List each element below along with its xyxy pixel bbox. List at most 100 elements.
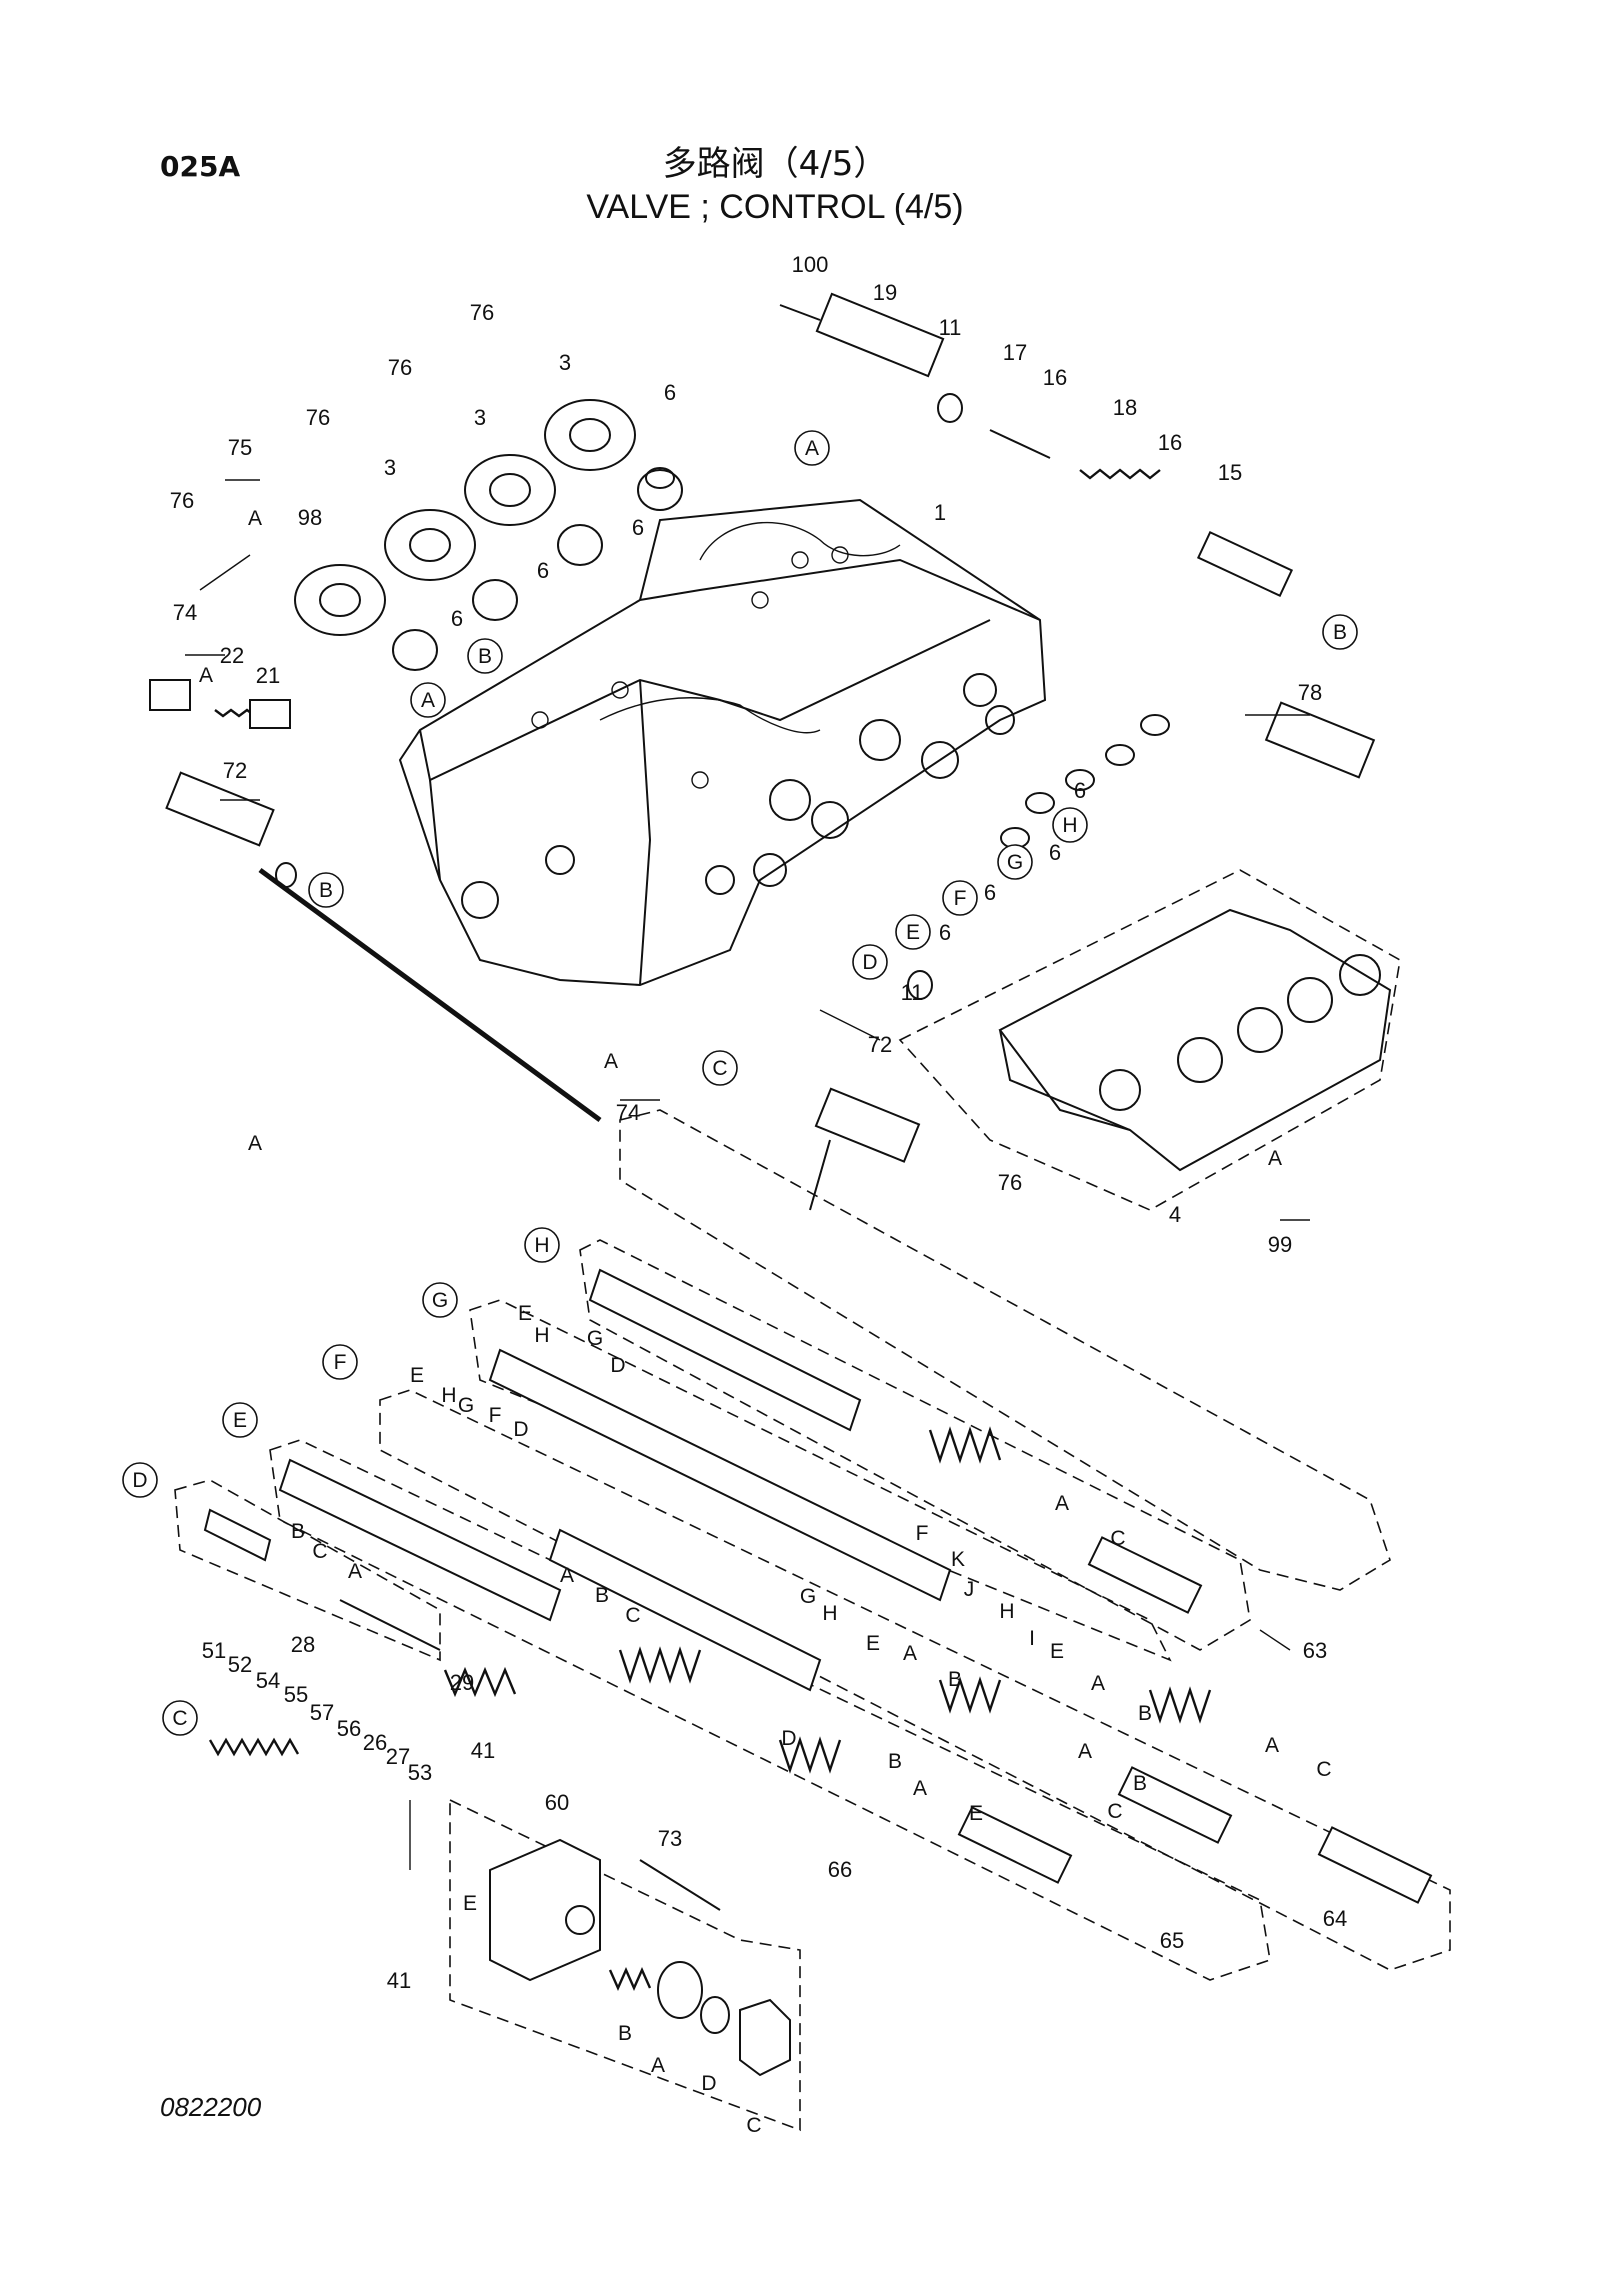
circled-ref-label: E xyxy=(906,921,920,944)
part-callout: 75 xyxy=(228,435,252,460)
valve-body-housing xyxy=(398,498,1047,987)
relief-valves xyxy=(149,679,1376,1163)
part-callout: 1 xyxy=(934,500,946,525)
circled-ref xyxy=(422,1282,458,1318)
circled-ref-label: C xyxy=(172,1707,187,1730)
sub-part-letter: E xyxy=(518,1302,532,1325)
sub-part-letter: F xyxy=(916,1522,929,1545)
sub-part-letter: D xyxy=(701,2072,716,2095)
sub-part-letter: B xyxy=(1133,1772,1147,1795)
part-callout: 3 xyxy=(474,405,486,430)
part-callout: 56 xyxy=(337,1716,361,1741)
circled-ref-label: F xyxy=(334,1351,347,1374)
circled-ref xyxy=(410,682,446,718)
part-callout: 51 xyxy=(202,1638,226,1663)
part-callout: 6 xyxy=(984,880,996,905)
part-callout: 41 xyxy=(387,1968,411,1993)
circled-ref-label: D xyxy=(862,951,877,974)
sub-part-letter: C xyxy=(1110,1527,1125,1550)
circled-ref xyxy=(122,1462,158,1498)
circled-ref xyxy=(794,430,830,466)
part-callout: 100 xyxy=(792,252,829,277)
part-callout: 99 xyxy=(1268,1232,1292,1257)
pilot-block-60 xyxy=(489,1838,791,2077)
circled-ref xyxy=(997,844,1033,880)
part-callout: 6 xyxy=(1049,840,1061,865)
sub-part-letter: H xyxy=(822,1602,837,1625)
spool-group-enclosure-d xyxy=(174,1479,441,1662)
sub-part-letter: A xyxy=(1078,1740,1092,1763)
part-callout: 98 xyxy=(298,505,322,530)
spool-group-enclosure-63-top xyxy=(619,1109,1391,1591)
circled-ref-label: D xyxy=(132,1469,147,1492)
part-callout: 28 xyxy=(291,1632,315,1657)
circled-ref xyxy=(222,1402,258,1438)
sub-part-letter: B xyxy=(291,1520,305,1543)
sub-part-letter: A xyxy=(651,2054,665,2077)
sub-part-letter: C xyxy=(312,1540,327,1563)
circled-ref-label: A xyxy=(421,689,435,712)
sub-part-letter: K xyxy=(951,1548,965,1571)
top-relief-valve-assembly xyxy=(779,292,1294,598)
sub-part-letter: B xyxy=(888,1750,902,1773)
sub-part-letter: G xyxy=(587,1327,603,1350)
sub-part-letter: B xyxy=(1138,1702,1152,1725)
part-callout: 6 xyxy=(1074,778,1086,803)
part-callout: 4 xyxy=(1169,1202,1181,1227)
sub-part-letter: A xyxy=(903,1642,917,1665)
part-callout: 11 xyxy=(901,980,924,1005)
part-callout: 6 xyxy=(451,606,463,631)
circled-ref-label: F xyxy=(954,887,967,910)
circled-ref xyxy=(308,872,344,908)
sub-part-letter: E xyxy=(1050,1640,1064,1663)
sub-part-letter: H xyxy=(441,1384,456,1407)
page-code: 025A xyxy=(160,150,241,183)
block-enclosure-60 xyxy=(449,1798,801,2132)
sub-part-letter: J xyxy=(964,1578,975,1601)
sub-part-letter: B xyxy=(948,1668,962,1691)
circled-ref-label: B xyxy=(319,879,333,902)
part-callout: 78 xyxy=(1298,680,1322,705)
circled-ref-label: C xyxy=(712,1057,727,1080)
sub-part-letter: A xyxy=(199,664,213,687)
circled-ref-label: B xyxy=(478,645,492,668)
sub-part-letter: H xyxy=(534,1324,549,1347)
spool-group-enclosure-h xyxy=(579,1239,1251,1651)
spool-group-enclosure-g xyxy=(469,1299,1172,1662)
sub-part-letter: E xyxy=(866,1632,880,1655)
part-callout: 6 xyxy=(632,515,644,540)
part-callout: 57 xyxy=(310,1700,334,1725)
sub-part-letter: G xyxy=(458,1394,474,1417)
part-callout: 52 xyxy=(228,1652,252,1677)
sub-part-letter: C xyxy=(625,1604,640,1627)
part-callout: 53 xyxy=(408,1760,432,1785)
part-callout: 17 xyxy=(1003,340,1027,365)
circled-ref xyxy=(322,1344,358,1380)
sub-part-letter: A xyxy=(1055,1492,1069,1515)
sub-part-letter: C xyxy=(1107,1800,1122,1823)
part-callout: 72 xyxy=(868,1032,892,1057)
sub-part-letter: F xyxy=(489,1404,502,1427)
sub-part-letter: G xyxy=(800,1585,816,1608)
part-callout: 6 xyxy=(537,558,549,583)
part-callout: 72 xyxy=(223,758,247,783)
part-callout: 74 xyxy=(616,1100,640,1125)
circled-ref-label: G xyxy=(1007,851,1023,874)
part-callout: 15 xyxy=(1218,460,1242,485)
sub-part-letter: B xyxy=(618,2022,632,2045)
part-callout: 16 xyxy=(1043,365,1067,390)
sub-part-letter: A xyxy=(604,1050,618,1073)
part-callout: 74 xyxy=(173,600,197,625)
circled-ref xyxy=(852,944,888,980)
circled-ref-label: B xyxy=(1333,621,1347,644)
spool-group-enclosure-e xyxy=(269,1439,1271,1981)
circled-ref xyxy=(702,1050,738,1086)
part-callout: 76 xyxy=(306,405,330,430)
part-callout: 26 xyxy=(363,1730,387,1755)
part-callout: 55 xyxy=(284,1682,308,1707)
